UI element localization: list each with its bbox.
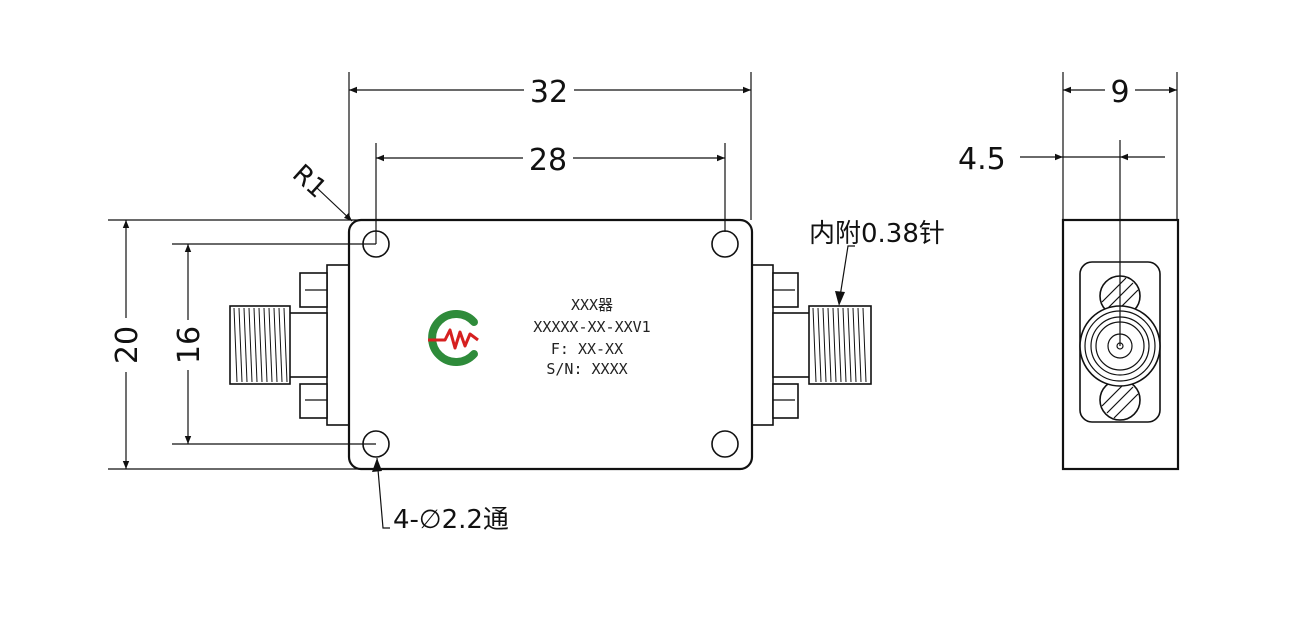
thread-line — [268, 307, 273, 383]
dimension-28: 28 — [375, 143, 726, 244]
thread-line — [233, 307, 238, 383]
thread-line — [847, 307, 852, 383]
dim-corner-radius: R1 — [286, 159, 332, 204]
thread-line — [258, 307, 263, 383]
dim-thickness: 9 — [1110, 75, 1129, 110]
pin-callout: 内附0.38针 — [809, 219, 945, 306]
thread-line — [273, 307, 278, 383]
nameplate-model: XXXXX-XX-XXV1 — [533, 318, 650, 336]
dimension-4-5: 4.5 — [958, 142, 1165, 177]
note-pin: 内附0.38针 — [809, 219, 945, 249]
thread-line — [827, 307, 832, 383]
nameplate-frequency: F: XX-XX — [551, 340, 623, 358]
dimension-32: 32 — [348, 72, 752, 220]
dim-hole-spacing-length: 28 — [529, 143, 567, 178]
front-view: XXX器 XXXXX-XX-XXV1 F: XX-XX S/N: XXXX — [229, 218, 872, 471]
mounting-hole — [711, 230, 739, 258]
mounting-hole — [711, 430, 739, 458]
thread-line — [248, 307, 253, 383]
thread-line — [243, 307, 248, 383]
side-view — [1061, 140, 1180, 471]
housing-body — [347, 218, 754, 471]
thread-line — [253, 307, 258, 383]
radius-callout: R1 — [286, 159, 353, 222]
thread-line — [238, 307, 243, 383]
dimension-9: 9 — [1062, 72, 1178, 220]
thread-line — [278, 307, 283, 383]
nameplate-serial: S/N: XXXX — [546, 360, 627, 378]
thread-line — [817, 307, 822, 383]
dimension-16: 16 — [172, 243, 376, 445]
dim-hole-spacing-height: 16 — [172, 326, 207, 364]
left-sma-connector — [229, 264, 350, 426]
thread-line — [822, 307, 827, 383]
company-logo — [428, 310, 479, 366]
thread-line — [862, 307, 867, 383]
dim-overall-length: 32 — [530, 75, 568, 110]
nameplate-name: XXX器 — [571, 296, 613, 314]
thread-line — [837, 307, 842, 383]
thread-line — [812, 307, 817, 383]
dim-overall-height: 20 — [110, 326, 145, 364]
thread-line — [283, 307, 288, 383]
hole-callout: 4-∅2.2通 — [372, 457, 509, 535]
thread-line — [842, 307, 847, 383]
thread-line — [832, 307, 837, 383]
thread-line — [852, 307, 857, 383]
dimension-20: 20 — [108, 219, 358, 470]
note-holes: 4-∅2.2通 — [393, 505, 509, 535]
thread-line — [263, 307, 268, 383]
dim-pin-offset: 4.5 — [958, 142, 1006, 177]
thread-line — [857, 307, 862, 383]
right-sma-connector — [750, 264, 872, 426]
